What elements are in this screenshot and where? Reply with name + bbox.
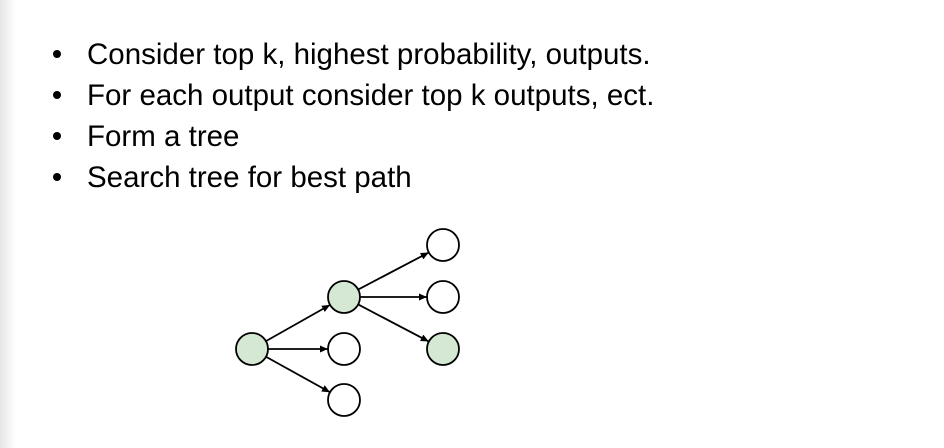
bullet-list: Consider top k, highest probability, out…	[48, 34, 654, 198]
bullet-dot-icon	[53, 173, 61, 181]
tree-edge-arrow	[357, 303, 429, 343]
bullet-item: Search tree for best path	[48, 157, 654, 198]
bullet-item: For each output consider top k outputs, …	[48, 75, 654, 116]
bullet-item: Consider top k, highest probability, out…	[48, 34, 654, 75]
tree-node	[327, 383, 361, 417]
bullet-text: For each output consider top k outputs, …	[87, 79, 655, 112]
tree-node	[426, 228, 460, 262]
tree-node	[426, 280, 460, 314]
tree-node-selected	[235, 332, 269, 366]
bullet-dot-icon	[53, 132, 61, 140]
bullet-text: Search tree for best path	[87, 161, 412, 194]
tree-node	[327, 332, 361, 366]
bullet-dot-icon	[53, 91, 61, 99]
slide-edge-shade	[0, 0, 16, 448]
tree-edge-arrow	[357, 251, 429, 291]
tree-nodes	[235, 228, 460, 417]
bullet-text: Form a tree	[87, 120, 240, 153]
tree-node-selected	[327, 280, 361, 314]
bullet-item: Form a tree	[48, 116, 654, 157]
bullet-text: Consider top k, highest probability, out…	[87, 38, 651, 71]
tree-edge-arrow	[265, 355, 331, 393]
tree-edge-arrow	[265, 304, 331, 342]
bullet-dot-icon	[53, 50, 61, 58]
tree-node-selected	[426, 332, 460, 366]
tree-edges	[265, 251, 429, 393]
